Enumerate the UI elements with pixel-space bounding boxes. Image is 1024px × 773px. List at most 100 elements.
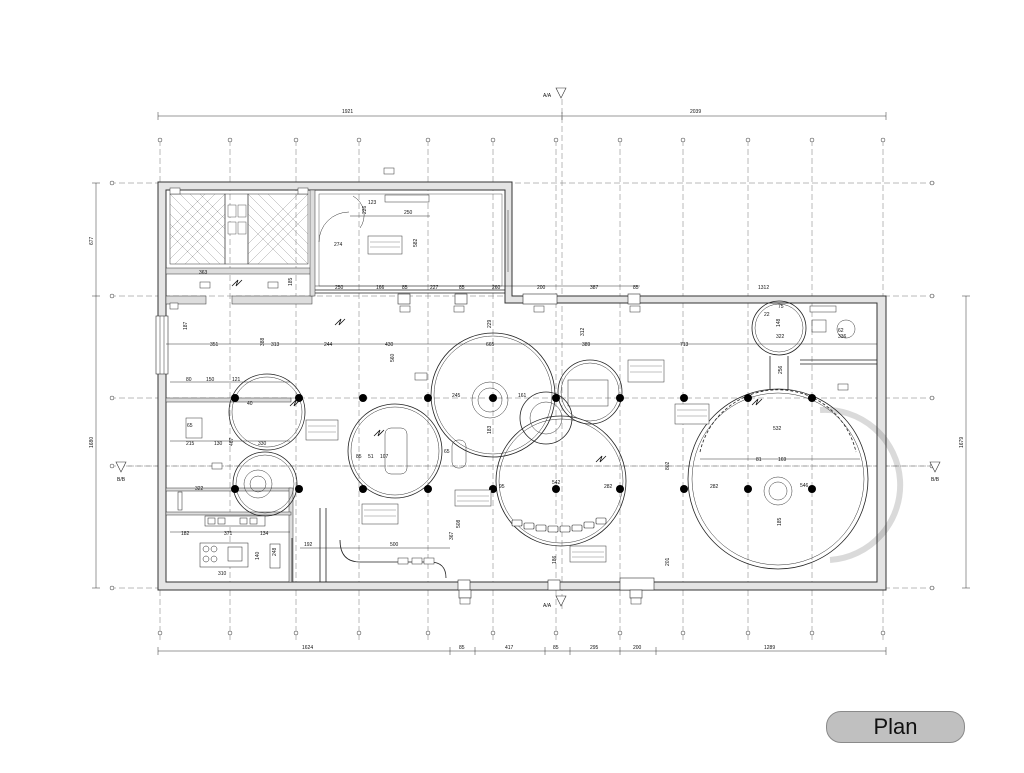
grid-bubbles [109,137,935,636]
dim-misc-22: 22 [764,312,770,318]
dim-misc-367: 367 [449,531,455,540]
dim-left-121: 121 [232,377,241,383]
section-a-top: A/A [543,93,552,99]
dim-misc-467: 467 [229,437,235,446]
dim-misc-161: 161 [518,393,527,399]
dim-misc-532: 532 [773,426,782,432]
dim-misc-140: 140 [255,551,261,560]
dim-misc-183: 183 [487,425,493,434]
dim-misc-322: 322 [776,334,785,340]
dim-misc-65a: 65 [187,423,193,429]
dim-left-322: 322 [195,486,204,492]
dim-row2-5: 665 [486,342,495,348]
dim-door-10: 1312 [758,285,769,291]
dim-misc-75: 75 [778,304,784,310]
dim-wc-3: 226 [362,205,368,214]
dim-door-5: 85 [459,285,465,291]
dim-left-371: 371 [224,531,233,537]
exterior-walls [155,181,887,599]
section-b-right: B/B [931,477,940,483]
dim-door-7: 200 [537,285,546,291]
dim-left-130: 130 [214,441,223,447]
section-a-bottom: A/A [543,603,552,609]
kitchen-fixtures [177,491,281,569]
dim-right-1: 1679 [959,437,965,448]
dim-bottom-5: 295 [590,645,599,651]
dim-bottom-3: 417 [505,645,514,651]
section-markers: A/A A/A B/B B/B [115,87,941,609]
dim-bottom-2: 85 [459,645,465,651]
dim-door-9: 85 [633,285,639,291]
dim-row2-3: 244 [324,342,333,348]
plan-title-badge: Plan [826,711,965,743]
dim-door-8: 387 [590,285,599,291]
dimension-strings: 123 250 226 274 582 250 166 85 227 85 26… [166,200,877,577]
dim-left-150: 150 [206,377,215,383]
plan-title-label: Plan [873,714,918,739]
dim-row2-2: 313 [271,342,280,348]
dim-misc-560: 560 [390,353,396,362]
dim-misc-256: 256 [778,365,784,374]
dim-bottom-4: 85 [553,645,559,651]
dim-misc-81: 81 [756,457,762,463]
dim-row2-1: 351 [210,342,219,348]
dim-bottom-7: 1289 [764,645,775,651]
electrical-symbols [231,279,763,463]
dim-misc-282a: 282 [604,484,613,490]
dim-left-500: 500 [390,542,399,548]
dim-door-2: 166 [376,285,385,291]
dim-misc-229: 229 [487,319,493,328]
dim-wc-2: 250 [404,210,413,216]
dim-left-310: 310 [218,571,227,577]
dim-misc-185b: 185 [777,517,783,526]
dim-top-2: 2039 [690,109,701,115]
dim-row2-4: 430 [385,342,394,348]
dim-left-134: 134 [260,531,269,537]
dim-left-330: 330 [258,441,267,447]
overall-dimensions: 1921 2039 1624 85 417 85 295 200 1289 67… [89,109,970,655]
dim-left-182: 182 [181,531,190,537]
dim-misc-85: 85 [356,454,362,460]
dim-door-4: 227 [430,285,439,291]
dim-misc-169: 169 [778,457,787,463]
dim-misc-40: 40 [247,401,253,407]
interior-walls [165,189,877,583]
dim-left-215: 215 [186,441,195,447]
dim-left-2: 1680 [89,437,95,448]
dim-bottom-1: 1624 [302,645,313,651]
dim-top-1: 1921 [342,109,353,115]
dim-row2-6: 389 [582,342,591,348]
dim-misc-245: 245 [452,393,461,399]
dim-misc-282b: 282 [710,484,719,490]
dim-misc-62: 62 [838,328,844,334]
dim-left-80: 80 [186,377,192,383]
dim-misc-95: 95 [499,484,505,490]
dim-misc-201: 201 [665,557,671,566]
dim-misc-546: 546 [800,483,809,489]
dim-misc-107: 107 [380,454,389,460]
dim-door-1: 250 [335,285,344,291]
dim-misc-248: 248 [272,547,278,556]
section-b-left: B/B [117,477,126,483]
dim-misc-51: 51 [368,454,374,460]
dim-wc-5: 582 [413,238,419,247]
dim-misc-312: 312 [580,327,586,336]
dim-misc-148: 148 [776,318,782,327]
dim-left-1: 677 [89,236,95,245]
circular-pods [185,300,904,570]
room-tags [169,167,849,605]
dim-misc-186: 186 [552,555,558,564]
dim-door-3: 85 [402,285,408,291]
dim-misc-185: 185 [288,277,294,286]
dim-misc-336: 336 [838,334,847,340]
tag-lines [308,241,707,558]
dim-misc-187: 187 [183,321,189,330]
dim-misc-65b: 65 [444,449,450,455]
dim-wc-1: 123 [368,200,377,206]
dim-door-6: 260 [492,285,501,291]
dim-misc-508: 508 [456,519,462,528]
dim-misc-388: 388 [260,337,266,346]
dim-misc-802: 802 [665,461,671,470]
dim-wc-4: 274 [334,242,343,248]
